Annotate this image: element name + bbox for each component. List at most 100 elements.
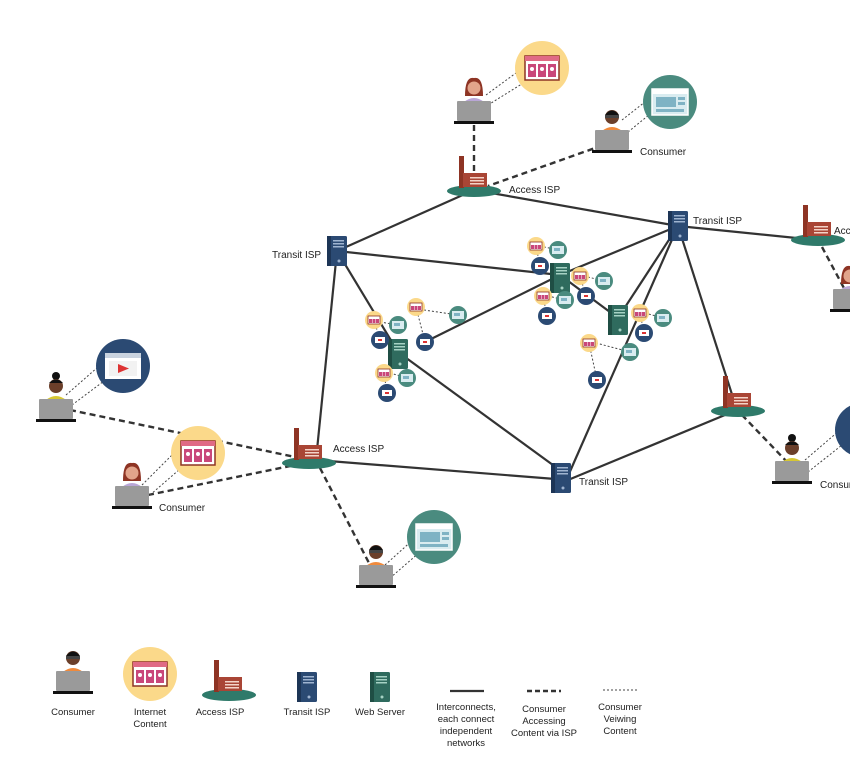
consumer-label: Consumer [640, 147, 687, 158]
access-line [741, 414, 791, 466]
viewing-line [807, 444, 843, 473]
mini-consumer-icon [531, 257, 549, 275]
web-server-node [388, 339, 408, 369]
content-bubble [835, 405, 850, 455]
interconnect-line [676, 225, 739, 411]
legend-interconnect-label: networks [447, 738, 485, 749]
access-line [147, 462, 301, 497]
interconnect-line [336, 250, 399, 353]
legend-access-isp-label: Access ISP [196, 707, 245, 718]
viewing-line [539, 245, 559, 251]
content-bubble [407, 510, 461, 564]
transit-isp-label: Transit ISP [693, 216, 742, 227]
viewing-line [141, 444, 183, 486]
access-line [487, 140, 613, 188]
mini-consumer-icon [378, 384, 396, 402]
interconnect-line [567, 408, 738, 482]
interconnect-line [397, 351, 569, 477]
webpage-icon [524, 55, 560, 81]
legend-viewing-label: Consumer [598, 702, 642, 713]
interconnect-line [314, 250, 339, 461]
content-bubble [171, 426, 225, 480]
interconnect-line [424, 274, 561, 343]
consumer-label: Consumer [820, 480, 850, 491]
mini-content-icon [549, 241, 567, 259]
mini-content-icon [389, 316, 407, 334]
mini-consumer-icon [538, 307, 556, 325]
interconnect-line [315, 458, 569, 482]
access-isp-node [282, 428, 336, 469]
transit-isp-label: Transit ISP [272, 250, 321, 261]
mini-content-icon [654, 309, 672, 327]
consumer-avatar [36, 372, 76, 422]
webpage-icon [415, 523, 453, 551]
legend-consumer-label: Consumer [51, 707, 95, 718]
legend-access-isp-icon [202, 660, 256, 701]
content-bubble [643, 75, 697, 129]
mini-content-icon [630, 303, 650, 323]
legend-content-label: Content [133, 719, 167, 730]
video-icon [105, 353, 141, 379]
access-isp-label: Access ISP [509, 185, 560, 196]
legend-viewing-label: Veiwing [604, 714, 637, 725]
legend-consumer-icon [53, 651, 93, 694]
consumer-avatar [830, 265, 850, 312]
mini-content-icon [364, 310, 384, 330]
transit-isp-label: Transit ISP [579, 477, 628, 488]
interconnect-line [617, 225, 679, 319]
access-isp-node [711, 376, 765, 417]
viewing-lines [65, 69, 843, 579]
legend-web-server-label: Web Server [355, 707, 405, 718]
legend-interconnect-label: independent [440, 726, 493, 737]
viewing-line [487, 81, 526, 106]
mini-content-icon [621, 343, 639, 361]
viewing-line [379, 321, 399, 326]
mini-consumer-icon [577, 287, 595, 305]
transit-isp-node [327, 236, 347, 266]
mini-content-icon [595, 272, 613, 290]
web-server-node [550, 263, 570, 293]
consumer-avatar [112, 462, 152, 509]
consumer-avatar [454, 77, 494, 124]
mini-consumer-icon [371, 331, 389, 349]
interconnect-lines [314, 188, 817, 482]
content-bubble [515, 41, 569, 95]
legend-interconnect-label: Interconnects, [436, 702, 496, 713]
interconnect-line [559, 224, 679, 277]
viewing-line [804, 429, 841, 461]
legend: Consumer Internet Content Access ISP Tra… [51, 647, 642, 749]
mini-content-icon [406, 297, 426, 317]
legend-access-label: Content via ISP [511, 728, 577, 739]
legend-transit-isp-label: Transit ISP [284, 707, 331, 718]
webpage-icon [651, 88, 689, 116]
mini-content-icon [449, 306, 467, 324]
interconnect-line [473, 188, 679, 228]
legend-interconnect-label: each connect [438, 714, 495, 725]
legend-content-label: Internet [134, 707, 167, 718]
legend-viewing-label: Content [603, 726, 637, 737]
access-line [318, 467, 372, 566]
legend-content-icon [132, 661, 168, 687]
mini-consumer-icon [635, 324, 653, 342]
mini-content-icon [570, 266, 590, 286]
interconnect-line [677, 224, 817, 242]
content-bubble [96, 339, 150, 393]
legend-transit-isp-icon [297, 672, 317, 702]
mini-consumer-icon [588, 371, 606, 389]
web-server-node [608, 305, 628, 335]
access-isp-label: Access ISP [834, 226, 850, 237]
interconnect-line [336, 249, 561, 277]
viewing-line [644, 312, 664, 319]
legend-access-label: Accessing [522, 716, 565, 727]
viewing-line [485, 69, 521, 96]
mini-content-icon [533, 286, 553, 306]
access-line [69, 408, 301, 460]
access-isp-label: Access ISP [333, 444, 384, 455]
mini-content-icon [579, 333, 599, 353]
access-isp-node [447, 156, 501, 197]
mini-content-icon [526, 236, 546, 256]
mini-consumer-icon [416, 333, 434, 351]
interconnect-line [336, 188, 475, 253]
mini-content-icon [556, 291, 574, 309]
